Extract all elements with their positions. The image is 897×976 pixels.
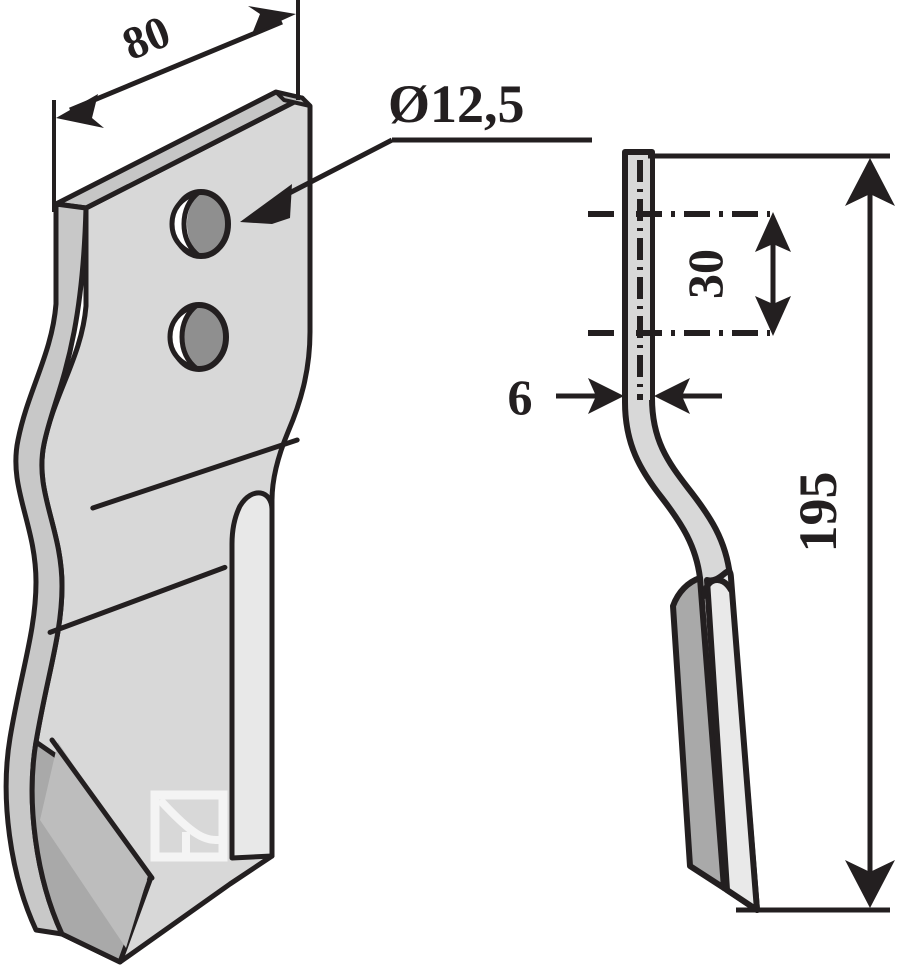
front-view-group (3, 89, 313, 965)
dim-dia-arrow (240, 184, 292, 224)
dim-30-label: 30 (677, 249, 733, 299)
dimension-30: 30 (677, 212, 791, 336)
dim-30-arrow-bottom (755, 296, 791, 336)
dim-80-arrow-left (56, 94, 104, 128)
dimension-6: 6 (508, 369, 722, 425)
side-view-group (588, 149, 770, 913)
dim-6-label: 6 (508, 369, 533, 425)
dim-30-arrow-top (755, 212, 791, 252)
dim-195-label: 195 (788, 472, 848, 553)
lower-mounting-hole (167, 302, 229, 372)
dim-dia-label: Ø12,5 (388, 74, 525, 134)
front-twist-line-upper (90, 437, 300, 511)
front-right-bevel-strip (229, 490, 275, 861)
dim-195-arrow-bottom (845, 860, 895, 908)
side-tip-bevel-dark (670, 575, 727, 891)
lower-hole-bore-highlight (167, 302, 200, 372)
dim-80-line (69, 19, 283, 113)
upper-hole-bore-highlight (169, 189, 202, 259)
dim-dia-leader-slant (270, 137, 394, 205)
upper-mounting-hole (169, 189, 231, 259)
dim-6-arrow-left (588, 378, 624, 414)
dim-80-arrow-right (248, 6, 296, 34)
side-tip-round-top (701, 577, 734, 599)
dim-6-arrow-right (654, 378, 690, 414)
dimension-195: 195 (648, 153, 895, 913)
front-bottom-bevel-line (49, 737, 155, 881)
front-top-edge-right-cap (274, 90, 312, 108)
front-twist-line-lower (47, 564, 228, 635)
dimension-hole-diameter: Ø12,5 (240, 74, 592, 224)
dim-195-arrow-top (845, 158, 895, 206)
brand-watermark-icon (150, 790, 228, 862)
dim-80-label: 80 (115, 5, 177, 70)
front-bottom-bevel-light (40, 742, 148, 948)
